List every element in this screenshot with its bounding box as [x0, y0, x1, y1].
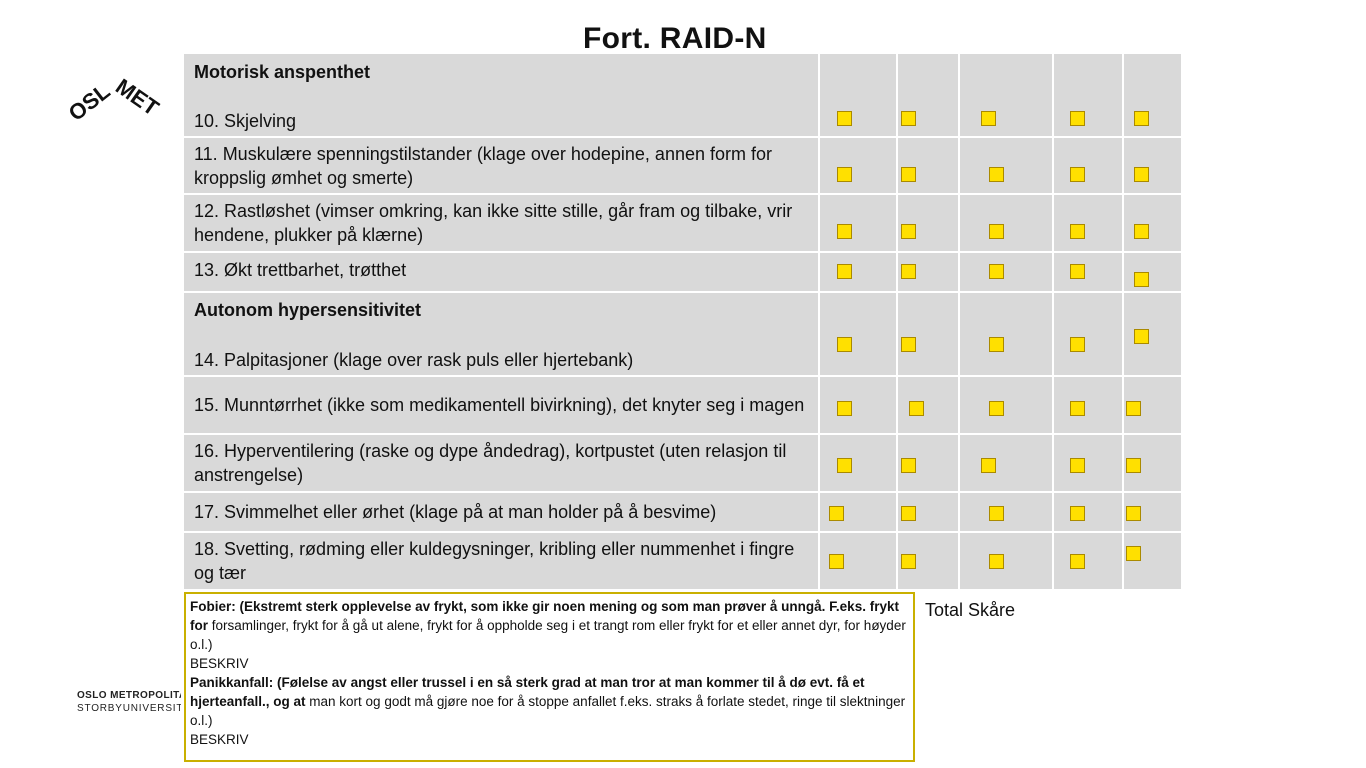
rating-checkbox[interactable] — [901, 167, 916, 182]
rating-checkbox[interactable] — [1070, 337, 1085, 352]
rating-checkbox[interactable] — [837, 401, 852, 416]
rating-checkbox[interactable] — [837, 337, 852, 352]
table-row: 12. Rastløshet (vimser omkring, kan ikke… — [182, 193, 1183, 253]
svg-text:OSL: OSL — [70, 78, 115, 126]
svg-text:MET: MET — [111, 74, 164, 121]
rating-table: Motorisk anspenthet 10. Skjelving 11. Mu… — [182, 52, 1183, 591]
rating-checkbox[interactable] — [1070, 458, 1085, 473]
institution-name: OSLO METROPOLITAN UNIVERSITY — [77, 690, 181, 701]
rating-checkbox[interactable] — [989, 337, 1004, 352]
total-score-label: Total Skåre — [925, 600, 1016, 620]
rating-checkbox[interactable] — [1134, 111, 1149, 126]
beskriv-label: BESKRIV — [190, 732, 249, 747]
rating-checkbox[interactable] — [989, 264, 1004, 279]
rating-checkbox[interactable] — [989, 554, 1004, 569]
question-text: 10. Skjelving — [194, 111, 297, 131]
rating-checkbox[interactable] — [1070, 401, 1085, 416]
rating-checkbox[interactable] — [909, 401, 924, 416]
question-text: 17. Svimmelhet eller ørhet (klage på at … — [194, 502, 717, 522]
oslomet-logo: OSL MET — [70, 74, 164, 126]
rating-checkbox[interactable] — [989, 401, 1004, 416]
question-text: 16. Hyperventilering (raske og dype ånde… — [194, 441, 787, 485]
rating-checkbox[interactable] — [1126, 506, 1141, 521]
institution-subname: STORBYUNIVERSITETET — [77, 703, 181, 714]
rating-checkbox[interactable] — [837, 264, 852, 279]
question-text: 15. Munntørrhet (ikke som medikamentell … — [194, 395, 805, 415]
fobier-heading: Fobier: (Ekstremt sterk opplevelse av fr… — [190, 599, 899, 633]
rating-checkbox[interactable] — [1070, 224, 1085, 239]
fobier-text: forsamlinger, frykt for å gå ut alene, f… — [190, 618, 906, 652]
rating-checkbox[interactable] — [901, 506, 916, 521]
table-row: 15. Munntørrhet (ikke som medikamentell … — [182, 375, 1183, 435]
rating-checkbox[interactable] — [1070, 264, 1085, 279]
rating-checkbox[interactable] — [829, 506, 844, 521]
rating-checkbox[interactable] — [981, 458, 996, 473]
rating-checkbox[interactable] — [837, 458, 852, 473]
rating-checkbox[interactable] — [1134, 272, 1149, 287]
rating-checkbox[interactable] — [1070, 111, 1085, 126]
question-cell: Motorisk anspenthet 10. Skjelving — [182, 52, 820, 138]
rating-checkbox[interactable] — [901, 224, 916, 239]
question-text: 14. Palpitasjoner (klage over rask puls … — [194, 350, 634, 370]
rating-checkbox[interactable] — [1134, 329, 1149, 344]
table-row: 13. Økt trettbarhet, trøtthet — [182, 251, 1183, 293]
rating-checkbox[interactable] — [837, 224, 852, 239]
rating-checkbox[interactable] — [989, 506, 1004, 521]
question-text: 13. Økt trettbarhet, trøtthet — [194, 260, 407, 280]
rating-checkbox[interactable] — [1134, 224, 1149, 239]
notes-box[interactable]: Fobier: (Ekstremt sterk opplevelse av fr… — [184, 592, 915, 762]
rating-checkbox[interactable] — [829, 554, 844, 569]
rating-checkbox[interactable] — [901, 337, 916, 352]
question-text: 11. Muskulære spenningstilstander (klage… — [194, 143, 772, 188]
panikk-heading: Panikkanfall: (Følelse av angst eller tr… — [190, 675, 865, 709]
beskriv-label: BESKRIV — [190, 656, 249, 671]
section-heading: Motorisk anspenthet — [194, 62, 371, 82]
rating-checkbox[interactable] — [837, 167, 852, 182]
rating-checkbox[interactable] — [901, 111, 916, 126]
rating-checkbox[interactable] — [901, 554, 916, 569]
section-heading: Autonom hypersensitivitet — [194, 300, 422, 320]
rating-checkbox[interactable] — [1126, 546, 1141, 561]
rating-checkbox[interactable] — [981, 111, 996, 126]
rating-checkbox[interactable] — [837, 111, 852, 126]
rating-checkbox[interactable] — [1070, 554, 1085, 569]
table-row: Autonom hypersensitivitet 14. Palpitasjo… — [182, 291, 1183, 377]
institution-logo: OSLO METROPOLITAN UNIVERSITY STORBYUNIVE… — [77, 689, 181, 715]
rating-checkbox[interactable] — [1134, 167, 1149, 182]
rating-checkbox[interactable] — [1126, 401, 1141, 416]
table-row: 16. Hyperventilering (raske og dype ånde… — [182, 433, 1183, 493]
question-text: 12. Rastløshet (vimser omkring, kan ikke… — [194, 201, 793, 245]
rating-checkbox[interactable] — [901, 264, 916, 279]
table-row: 17. Svimmelhet eller ørhet (klage på at … — [182, 491, 1183, 533]
rating-checkbox[interactable] — [989, 224, 1004, 239]
page-title: Fort. RAID-N — [583, 22, 767, 55]
rating-checkbox[interactable] — [1126, 458, 1141, 473]
rating-checkbox[interactable] — [1070, 506, 1085, 521]
rating-checkbox[interactable] — [989, 167, 1004, 182]
rating-checkbox[interactable] — [1070, 167, 1085, 182]
panikk-text: man kort og godt må gjøre noe for å stop… — [190, 694, 906, 728]
rating-checkbox[interactable] — [901, 458, 916, 473]
table-row: 11. Muskulære spenningstilstander (klage… — [182, 136, 1183, 195]
table-row: Motorisk anspenthet 10. Skjelving — [182, 52, 1183, 138]
table-row: 18. Svetting, rødming eller kuldegysning… — [182, 531, 1183, 591]
question-text: 18. Svetting, rødming eller kuldegysning… — [194, 539, 795, 583]
